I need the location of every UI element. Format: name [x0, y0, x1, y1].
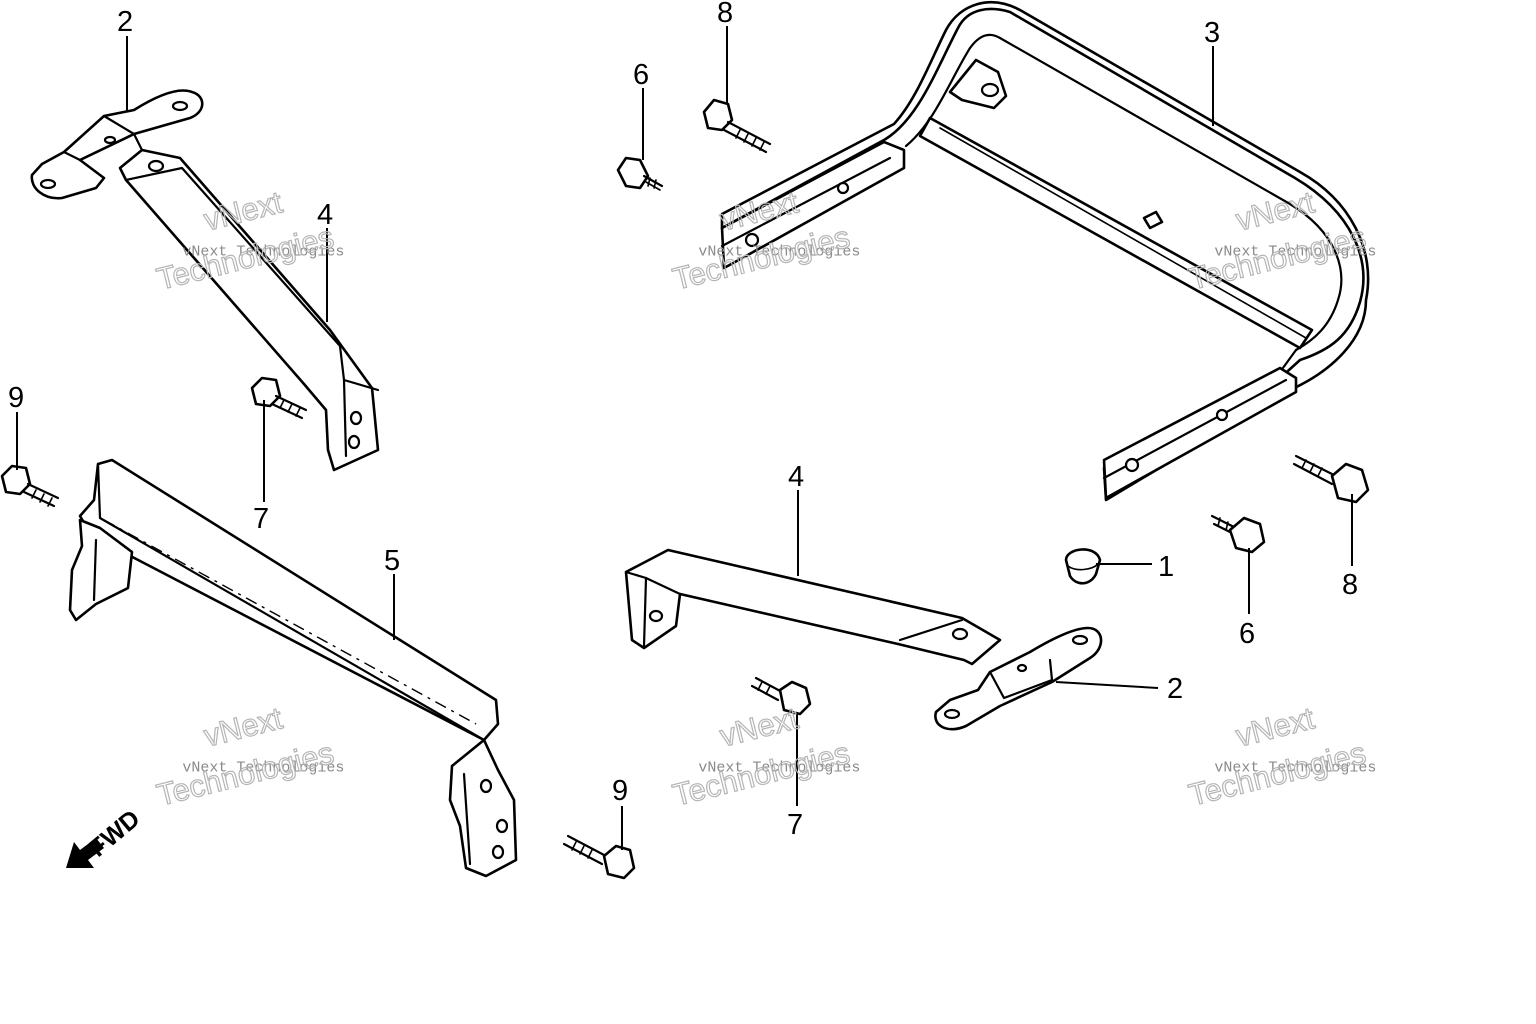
callout-6-lower: 6 [1239, 618, 1255, 650]
bolt-6-upper [616, 156, 664, 191]
watermark-brand: vNext [1232, 700, 1318, 753]
watermark-company: vNext Technologies [182, 760, 344, 777]
bolt-7-upper [250, 376, 308, 420]
callout-5: 5 [384, 545, 400, 577]
watermark-brand: vNext [716, 700, 802, 753]
callout-4-lower: 4 [788, 461, 804, 493]
leader-lines [16, 26, 1353, 850]
watermark-word: Technologies [153, 735, 337, 813]
bolt-6-lower [1210, 514, 1266, 554]
watermark-company: vNext Technologies [1214, 760, 1376, 777]
callout-numbers: 2 4 7 9 5 8 6 3 4 1 2 6 8 7 9 [8, 0, 1358, 841]
watermark-brand: vNext [1232, 184, 1318, 237]
watermark-word: Technologies [669, 735, 853, 813]
callout-7-upper: 7 [253, 503, 269, 535]
part-5-front-bar [68, 458, 518, 878]
callout-9-left: 9 [8, 382, 24, 414]
watermark-company: vNext Technologies [182, 244, 344, 261]
part-3-grab-rail [720, 1, 1370, 502]
bolt-8-lower [1292, 454, 1370, 504]
fwd-arrow: FWD [66, 805, 145, 868]
callout-2-lower: 2 [1167, 673, 1183, 705]
watermark-company: vNext Technologies [698, 244, 860, 261]
callout-4-upper: 4 [317, 199, 333, 231]
callout-7-lower: 7 [787, 809, 803, 841]
callout-8-lower: 8 [1342, 569, 1358, 601]
callout-9-lower: 9 [612, 775, 628, 807]
callout-1: 1 [1158, 551, 1174, 583]
watermark-company: vNext Technologies [698, 760, 860, 777]
callout-6-upper: 6 [633, 59, 649, 91]
watermark-company: vNext Technologies [1214, 244, 1376, 261]
part-4-upper-stay [118, 148, 380, 472]
part-4-lower-stay [624, 548, 1002, 666]
bolt-9-lower [562, 834, 636, 880]
watermark-brand: vNext [200, 700, 286, 753]
callout-3: 3 [1204, 17, 1220, 49]
part-2-lower-plate [934, 626, 1103, 731]
bolt-9-left [0, 464, 60, 508]
bolt-8-upper [702, 98, 772, 154]
callout-8-upper: 8 [717, 0, 733, 29]
part-1-cap [1064, 548, 1102, 585]
part-2-upper-plate [30, 89, 204, 200]
watermark-word: Technologies [1185, 735, 1369, 813]
callout-2-upper: 2 [117, 6, 133, 38]
bolt-7-lower [750, 676, 812, 716]
